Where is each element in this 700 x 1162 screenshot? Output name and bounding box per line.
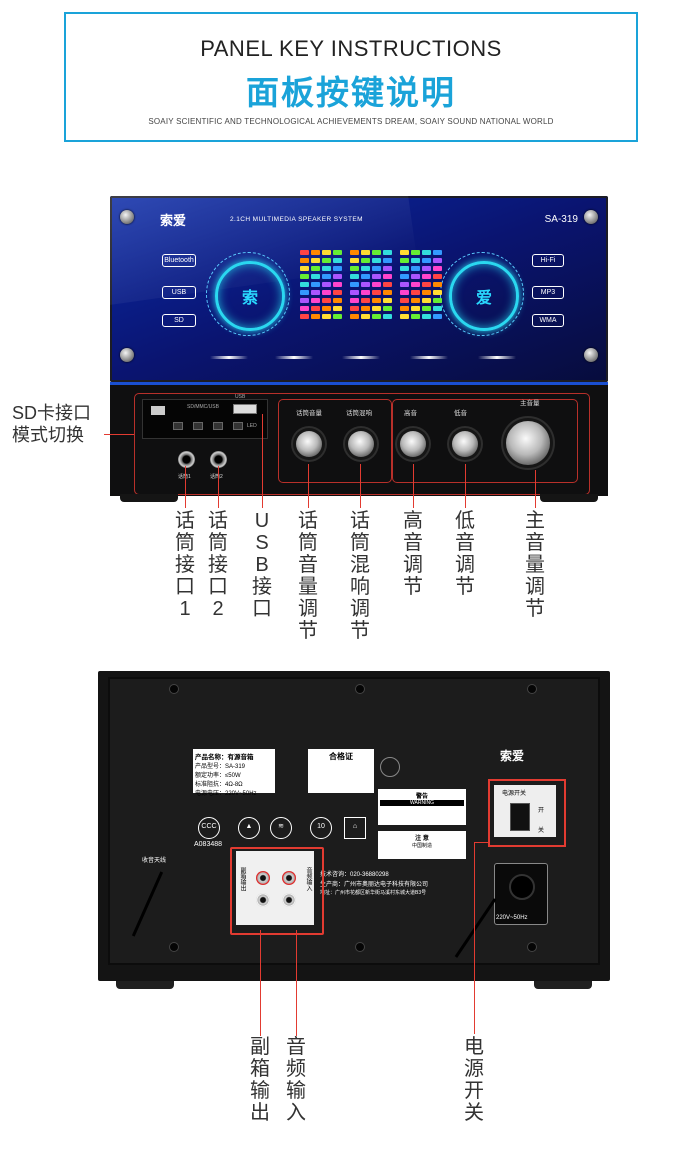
header-frame: PANEL KEY INSTRUCTIONS 面板按键说明 SOAIY SCIE… [64, 12, 638, 142]
sd-slot[interactable] [151, 406, 165, 415]
callout-power-switch: 电源开关 [464, 1036, 484, 1124]
main-volume-knob[interactable] [506, 421, 550, 465]
product-label: 产品名称：有源音箱 产品型号：SA-319 额定功率：≤50W 标准阻抗：4Ω-… [193, 749, 275, 797]
screw-icon [120, 348, 134, 362]
back-brand-logo: 索爱 [500, 749, 525, 763]
callout-mic2: 话筒接口2 [208, 510, 228, 620]
callout-audio-input: 音频输入 [286, 1036, 306, 1124]
power-switch[interactable] [510, 803, 530, 831]
sd-badge: SD [162, 314, 196, 327]
front-display-glass: 索爱 2.1CH MULTIMEDIA SPEAKER SYSTEM SA-31… [110, 196, 608, 382]
title-chinese: 面板按键说明 [246, 74, 456, 111]
warning-label: 警告 WARNING [378, 789, 466, 825]
audio-input-right-jack[interactable] [282, 871, 296, 885]
brand-logo: 索爱 [160, 213, 187, 228]
power-switch-frame [488, 779, 566, 847]
screw-icon [584, 210, 598, 224]
model-label: SA-319 [544, 214, 578, 225]
notice-label: 注 意 中国制造 [378, 831, 466, 859]
next-button[interactable] [213, 422, 223, 430]
system-label: 2.1CH MULTIMEDIA SPEAKER SYSTEM [230, 216, 363, 223]
callout-mic-reverb: 话筒混响调节 [350, 510, 370, 642]
right-ring-display: 爱 [449, 261, 519, 331]
power-socket [494, 863, 548, 925]
mp3-badge: MP3 [532, 286, 564, 299]
hifi-badge: Hi-Fi [532, 254, 564, 267]
callout-sub-output: 副箱输出 [250, 1036, 270, 1124]
audio-input-left-jack[interactable] [282, 893, 296, 907]
control-panel: SD/MMC/USB USB LED 话筒1 话筒2 话筒音量 话筒混响 高音 … [110, 382, 608, 496]
screw-icon [584, 348, 598, 362]
title-english: PANEL KEY INSTRUCTIONS [200, 36, 502, 61]
mic1-jack[interactable] [178, 451, 195, 468]
treble-knob[interactable] [400, 431, 426, 457]
play-button[interactable] [193, 422, 203, 430]
usb-badge: USB [162, 286, 196, 299]
wma-badge: WMA [532, 314, 564, 327]
bass-knob[interactable] [452, 431, 478, 457]
media-module: SD/MMC/USB USB LED [142, 394, 268, 439]
usb-port[interactable] [233, 404, 257, 414]
sub-output-right-jack[interactable] [256, 871, 270, 885]
mic-reverb-knob[interactable] [348, 431, 374, 457]
screw-icon [120, 210, 134, 224]
bluetooth-badge: Bluetooth [162, 254, 196, 267]
sub-output-left-jack[interactable] [256, 893, 270, 907]
callout-treble: 高音调节 [403, 510, 423, 598]
mode-button[interactable] [233, 422, 243, 430]
left-ring-display: 索 [215, 261, 285, 331]
callout-mic1: 话筒接口1 [175, 510, 195, 620]
callout-sd-mode: SD卡接口 模式切换 [12, 403, 92, 445]
callout-bass: 低音调节 [455, 510, 475, 598]
subtitle: SOAIY SCIENTIFIC AND TECHNOLOGICAL ACHIE… [148, 117, 554, 126]
prev-button[interactable] [173, 422, 183, 430]
back-panel-device: 产品名称：有源音箱 产品型号：SA-319 额定功率：≤50W 标准阻抗：4Ω-… [98, 671, 610, 989]
mic-volume-knob[interactable] [296, 431, 322, 457]
callout-usb: USB接口 [252, 510, 272, 620]
seal-icon [380, 757, 400, 777]
mic2-jack[interactable] [210, 451, 227, 468]
qualification-tag: 合格证 [308, 749, 374, 793]
callout-mic-volume: 话筒音量调节 [298, 510, 318, 642]
callout-main-volume: 主音量调节 [525, 510, 545, 620]
front-panel-device: 索爱 2.1CH MULTIMEDIA SPEAKER SYSTEM SA-31… [110, 196, 608, 502]
